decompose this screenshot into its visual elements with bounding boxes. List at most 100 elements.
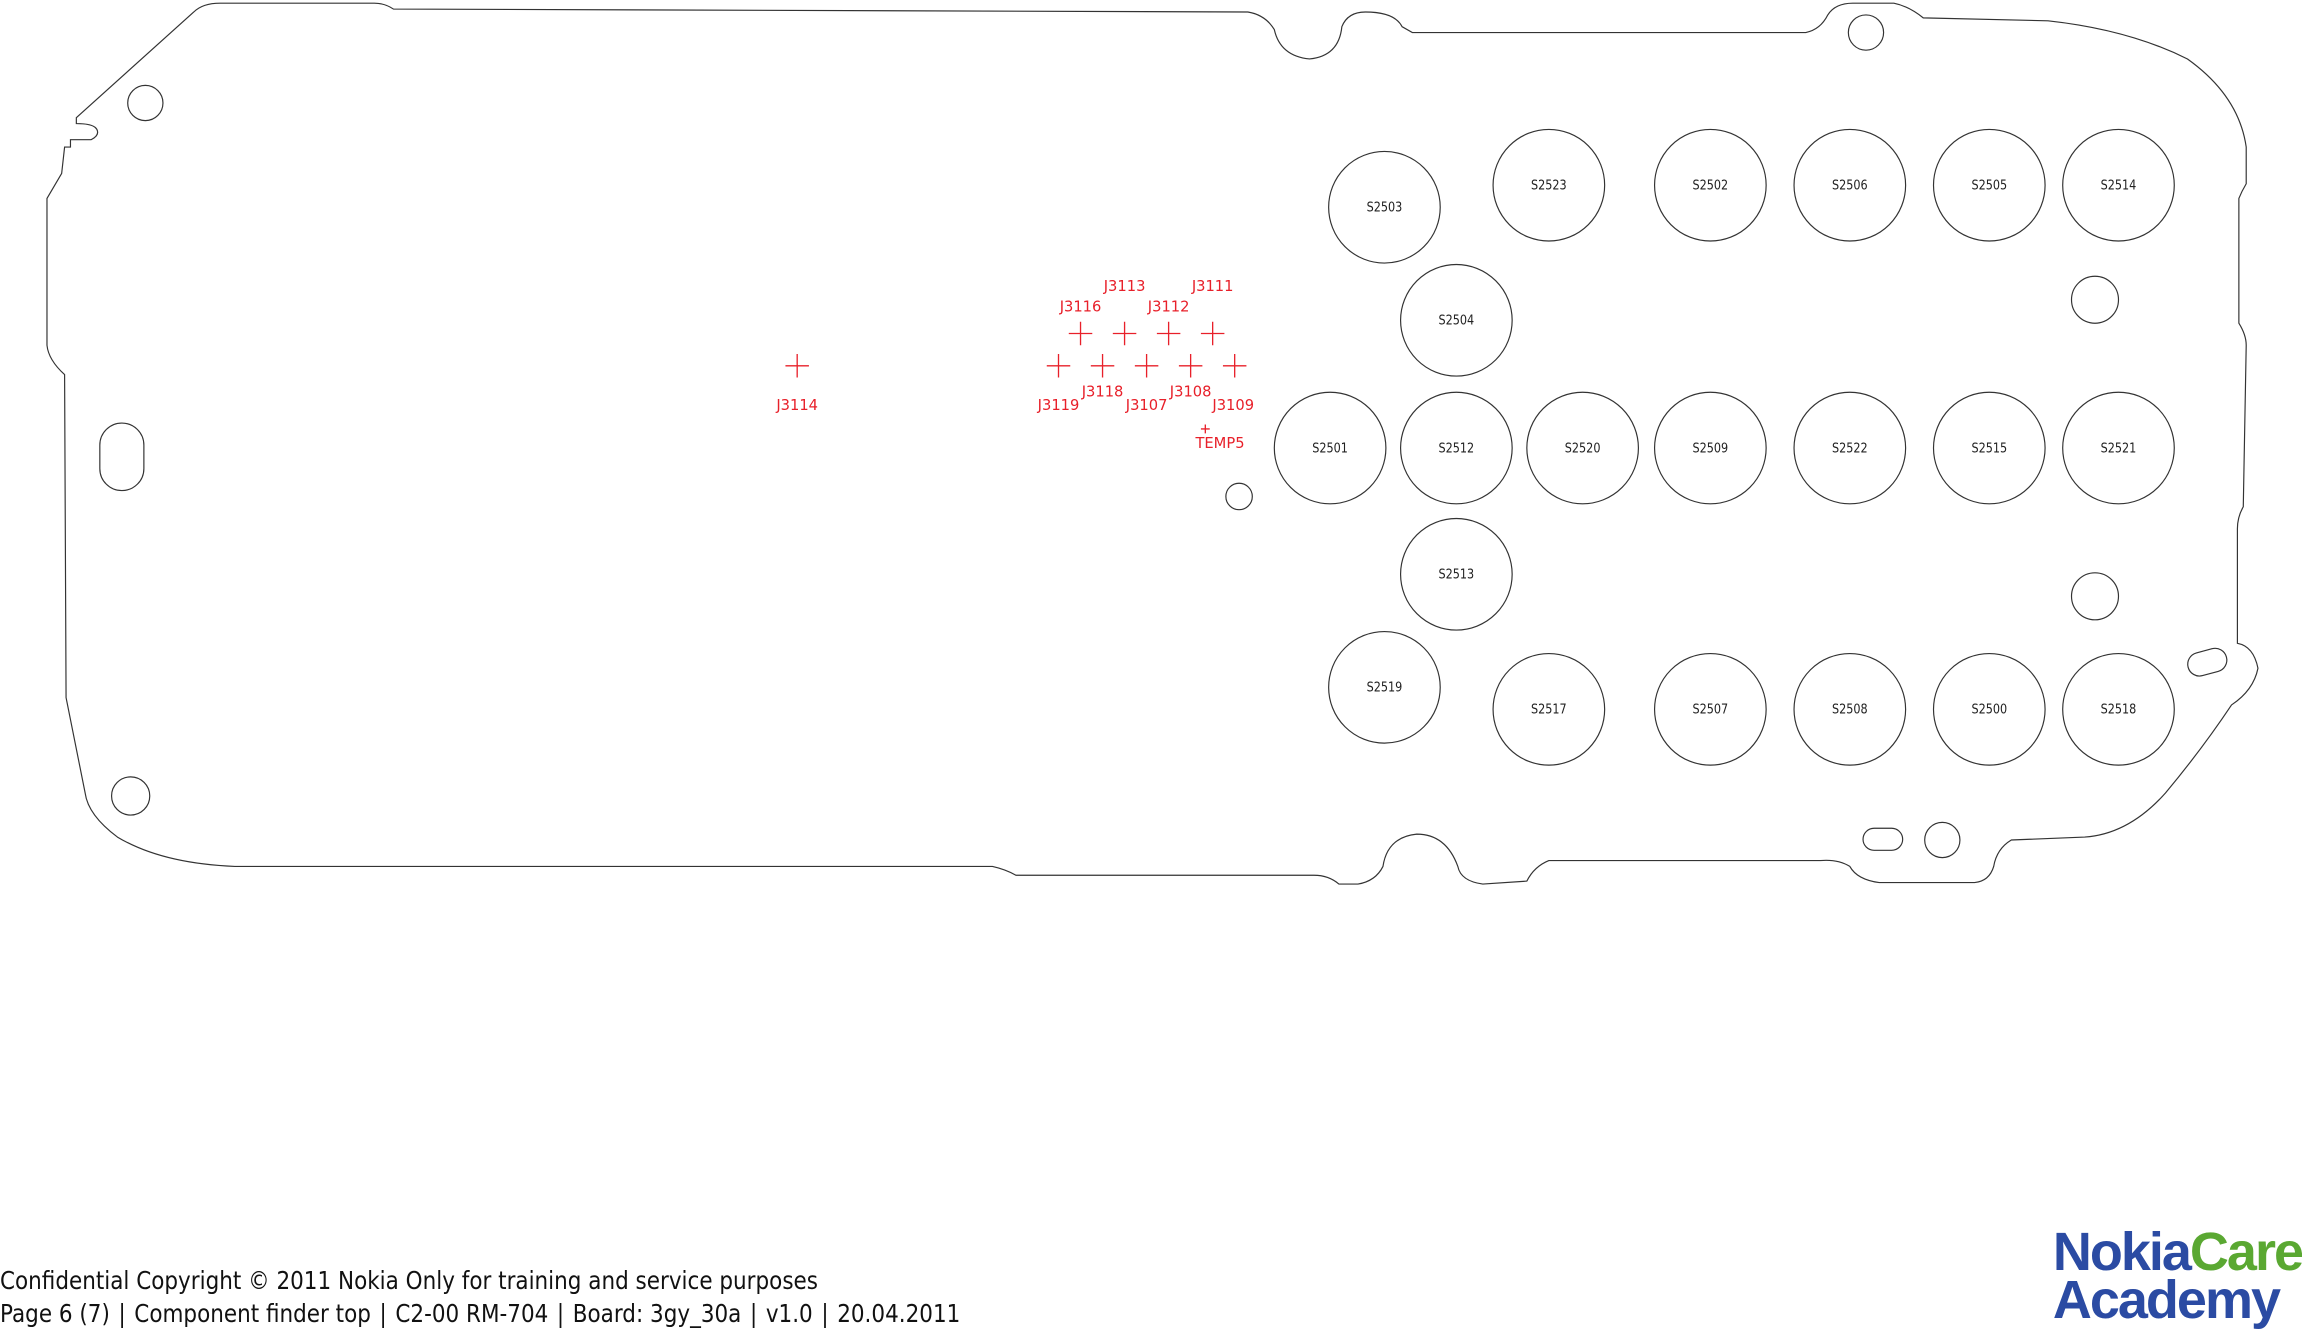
switch-pad (2062, 128, 2175, 242)
switch-label: S2506 (1832, 178, 1868, 193)
switch-s2512: S2512 (1399, 391, 1513, 505)
switch-label: S2504 (1439, 313, 1475, 328)
test-point-label: J3109 (1211, 397, 1254, 414)
test-point-j3107: J3107 (1125, 354, 1168, 414)
switch-s2520: S2520 (1526, 391, 1640, 505)
switch-pad (1793, 652, 1907, 766)
test-point-j3118: J3118 (1081, 354, 1124, 401)
crosshair-icon (785, 354, 809, 378)
switch-pad (1793, 391, 1907, 505)
nokia-care-academy-logo: NokiaCare Academy (2052, 1225, 2302, 1330)
test-point-label: J3107 (1125, 397, 1168, 414)
test-point-label: J3118 (1081, 384, 1124, 401)
test-point-label: J3116 (1059, 298, 1102, 315)
switch-label: S2518 (2101, 702, 2137, 717)
logo-care: Care (2189, 1222, 2302, 1282)
mounting-hole (127, 84, 164, 122)
separator: | (749, 1299, 758, 1328)
page-info: Page 6 (7)|Component finder top|C2-00 RM… (0, 1297, 960, 1330)
test-point-label: J3114 (775, 397, 818, 414)
switch-s2509: S2509 (1653, 391, 1767, 505)
crosshair-icon (1068, 321, 1093, 346)
switch-s2517: S2517 (1492, 652, 1606, 766)
switch-pad (2062, 391, 2175, 505)
switch-pad (1399, 263, 1513, 377)
switch-label: S2507 (1693, 702, 1729, 717)
footer: Confidential Copyright © 2011 Nokia Only… (0, 1264, 960, 1330)
switch-label: S2512 (1439, 441, 1475, 456)
separator: | (556, 1299, 565, 1328)
switch-s2507: S2507 (1653, 652, 1767, 766)
crosshair-icon (1134, 354, 1159, 378)
slot-hole (2187, 647, 2228, 677)
switch-s2521: S2521 (2062, 391, 2175, 505)
crosshair-icon (1178, 354, 1203, 378)
switch-s2514: S2514 (2062, 128, 2175, 242)
switch-pad (1492, 652, 1606, 766)
test-point-j3119: J3119 (1037, 354, 1079, 414)
mounting-hole (1225, 482, 1253, 511)
test-point-temp5: TEMP5 (1194, 424, 1245, 452)
test-point-j3113: J3113 (1103, 278, 1146, 346)
switch-s2515: S2515 (1932, 391, 2046, 505)
switch-pad (1328, 150, 1441, 264)
switch-label: S2508 (1832, 702, 1868, 717)
switch-label: S2502 (1693, 178, 1729, 193)
switch-pad (1653, 391, 1767, 505)
switch-s2504: S2504 (1399, 263, 1513, 377)
test-point-label: J3108 (1169, 384, 1212, 401)
switch-pad (1526, 391, 1640, 505)
switch-s2513: S2513 (1399, 517, 1513, 631)
test-point-j3112: J3112 (1147, 298, 1189, 346)
date: 20.04.2011 (837, 1299, 961, 1328)
switch-label: S2513 (1439, 567, 1475, 582)
copyright-notice: Confidential Copyright © 2011 Nokia Only… (0, 1266, 818, 1295)
crosshair-icon (1090, 354, 1115, 378)
test-point-label: TEMP5 (1194, 435, 1244, 452)
switch-s2523: S2523 (1492, 128, 1606, 242)
mounting-hole (1924, 821, 1961, 859)
switch-s2500: S2500 (1932, 652, 2046, 766)
switch-pad (1653, 128, 1767, 242)
logo-academy: Academy (2052, 1270, 2281, 1330)
separator: | (118, 1299, 126, 1328)
separator: | (821, 1299, 829, 1328)
switch-s2501: S2501 (1273, 391, 1387, 505)
slot-hole (99, 422, 145, 492)
switch-pad (1399, 517, 1513, 631)
switch-s2506: S2506 (1793, 128, 1907, 242)
test-point-label: J3113 (1103, 278, 1146, 295)
switch-pad (1273, 391, 1387, 505)
page-number: Page 6 (7) (0, 1299, 110, 1328)
test-point-j3111: J3111 (1191, 278, 1233, 346)
switch-pad (1328, 630, 1441, 744)
switch-s2503: S2503 (1328, 150, 1441, 264)
test-point-j3116: J3116 (1059, 298, 1102, 346)
switch-label: S2505 (1971, 178, 2007, 193)
switch-s2518: S2518 (2062, 652, 2175, 766)
switch-pad (2062, 652, 2175, 766)
switch-label: S2520 (1565, 441, 1601, 456)
switch-label: S2521 (2101, 441, 2137, 456)
board-outline (46, 2, 2259, 885)
switch-s2519: S2519 (1328, 630, 1441, 744)
switch-label: S2514 (2101, 178, 2137, 193)
test-point-j3114: J3114 (775, 354, 818, 414)
switch-label: S2501 (1312, 441, 1348, 456)
switch-label: S2515 (1971, 441, 2007, 456)
switch-label: S2500 (1971, 702, 2007, 717)
switch-pad (1492, 128, 1606, 242)
switch-pad (1932, 652, 2046, 766)
switch-pad (1932, 391, 2046, 505)
switch-label: S2519 (1367, 680, 1403, 695)
mounting-hole (2070, 275, 2120, 324)
version: v1.0 (765, 1299, 813, 1328)
crosshair-icon (1200, 321, 1225, 346)
switch-label: S2522 (1832, 441, 1868, 456)
switch-label: S2503 (1367, 200, 1403, 215)
mounting-hole (1847, 14, 1885, 51)
test-point-j3109: J3109 (1211, 354, 1254, 414)
mounting-hole (110, 776, 151, 816)
switch-pad (1793, 128, 1907, 242)
